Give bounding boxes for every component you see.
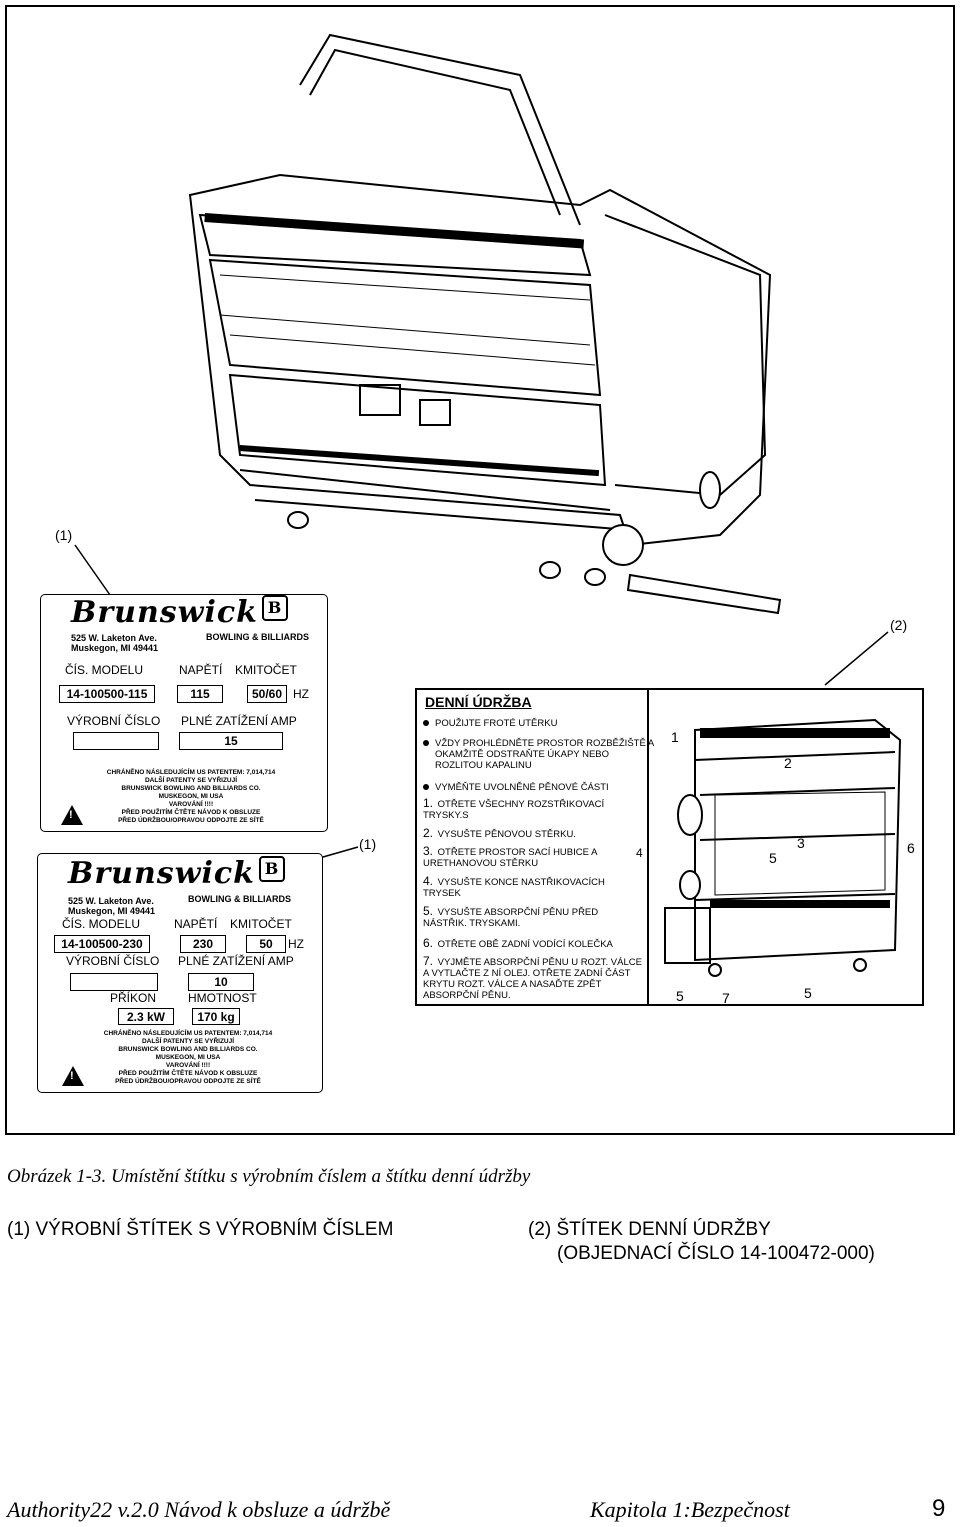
- maintenance-step: 7. VYJMĚTE ABSORPČNÍ PĚNU U ROZT. VÁLCE …: [423, 954, 642, 1001]
- plate-bowling-billiards: BOWLING & BILLIARDS: [188, 894, 291, 904]
- full-load-value: 10: [188, 973, 254, 991]
- serial-value-box: [73, 732, 159, 750]
- figure-frame: [5, 5, 955, 1135]
- diagram-number-1: 1: [671, 729, 679, 745]
- model-value: 14-100500-230: [54, 935, 150, 953]
- frequency-label: KMITOČET: [235, 663, 297, 677]
- diagram-number-4: 4: [636, 846, 643, 860]
- plate-fine-print: CHRÁNĚNO NÁSLEDUJÍCÍM US PATENTEM: 7,014…: [103, 1030, 273, 1085]
- machine-illustration: [188, 33, 782, 615]
- voltage-value: 115: [177, 685, 223, 703]
- maintenance-step: 3. OTŘETE PROSTOR SACÍ HUBICE A URETHANO…: [423, 844, 597, 869]
- legend-item-2: (2) ŠTÍTEK DENNÍ ÚDRŽBY: [528, 1219, 771, 1240]
- callout-1-top: (1): [55, 527, 73, 543]
- legend-item-2-order-number: (OBJEDNACÍ ČÍSLO 14-100472-000): [557, 1243, 875, 1264]
- power-label: PŘÍKON: [110, 991, 157, 1005]
- callout-2: (2): [890, 617, 908, 633]
- maintenance-diagram-frame: [649, 688, 924, 1006]
- maintenance-diagram: [664, 718, 902, 977]
- footer-title: Authority22 v.2.0 Návod k obsluze a údrž…: [7, 1497, 391, 1522]
- frequency-value: 50: [246, 935, 286, 953]
- model-label: ČÍS. MODELU: [62, 917, 141, 931]
- footer-chapter: Kapitola 1:Bezpečnost: [590, 1497, 790, 1522]
- callout-2-leader: [824, 631, 889, 686]
- plate-fine-print: CHRÁNĚNO NÁSLEDUJÍCÍM US PATENTEM: 7,014…: [106, 769, 276, 824]
- page-number: 9: [932, 1495, 946, 1522]
- maintenance-step: 4. VYSUŠTE KONCE NASTŘIKOVACÍCH TRYSEK: [423, 874, 605, 899]
- callout-1-leader: [74, 544, 111, 596]
- hz-unit: HZ: [288, 937, 304, 951]
- maintenance-bullet: POUŽIJTE FROTÉ UTĚRKU: [423, 718, 557, 729]
- serial-value-box: [70, 973, 158, 991]
- callout-1-mid: (1): [359, 836, 377, 852]
- weight-label: HMOTNOST: [188, 991, 257, 1005]
- voltage-label: NAPĚTÍ: [174, 917, 218, 931]
- voltage-value: 230: [180, 935, 226, 953]
- legend-item-1: (1) VÝROBNÍ ŠTÍTEK S VÝROBNÍM ČÍSLEM: [7, 1219, 394, 1240]
- frequency-label: KMITOČET: [230, 917, 292, 931]
- maintenance-bullet: VYMĚŇTE UVOLNĚNÉ PĚNOVÉ ČÁSTI: [423, 782, 609, 793]
- model-value: 14-100500-115: [59, 685, 155, 703]
- daily-maintenance-label: DENNÍ ÚDRŽBA POUŽIJTE FROTÉ UTĚRKU VŽDY …: [415, 688, 654, 1006]
- diagram-number-5: 5: [769, 850, 777, 866]
- full-load-label: PLNÉ ZATÍŽENÍ AMP: [181, 714, 297, 728]
- diagram-number-5c: 5: [804, 985, 812, 1001]
- hz-unit: HZ: [293, 687, 309, 701]
- figure-caption: Obrázek 1-3. Umístění štítku s výrobním …: [7, 1166, 531, 1187]
- diagram-number-2: 2: [784, 755, 792, 771]
- diagram-number-5b: 5: [676, 988, 684, 1004]
- serial-label: VÝROBNÍ ČÍSLO: [67, 714, 161, 728]
- full-load-value: 15: [179, 732, 283, 750]
- plate-bowling-billiards: BOWLING & BILLIARDS: [206, 632, 309, 642]
- model-label: ČÍS. MODELU: [65, 663, 144, 677]
- maintenance-step: 5. VYSUŠTE ABSORPČNÍ PĚNU PŘED NÁSTŘIK. …: [423, 904, 599, 929]
- frequency-value: 50/60: [247, 685, 287, 703]
- plate-address: 525 W. Laketon Ave. Muskegon, MI 49441: [71, 633, 159, 653]
- serial-label: VÝROBNÍ ČÍSLO: [66, 954, 160, 968]
- maintenance-bullet: VŽDY PROHLÉDNĚTE PROSTOR ROZBĚŽIŠTĚ A OK…: [423, 738, 655, 771]
- plate-address: 525 W. Laketon Ave. Muskegon, MI 49441: [68, 896, 156, 916]
- full-load-label: PLNÉ ZATÍŽENÍ AMP: [178, 954, 294, 968]
- warning-icon: !: [61, 805, 83, 825]
- diagram-number-3: 3: [797, 835, 805, 851]
- maintenance-step: 1. OTŘETE VŠECHNY ROZSTŘIKOVACÍ TRYSKY.S: [423, 796, 605, 821]
- power-value: 2.3 kW: [118, 1008, 174, 1025]
- maintenance-step: 6. OTŘETE OBĚ ZADNÍ VODÍCÍ KOLEČKA: [423, 936, 613, 950]
- maintenance-title: DENNÍ ÚDRŽBA: [425, 694, 532, 710]
- diagram-number-6: 6: [907, 840, 915, 856]
- weight-value: 170 kg: [192, 1008, 240, 1025]
- voltage-label: NAPĚTÍ: [179, 663, 223, 677]
- maintenance-step: 2. VYSUŠTE PĚNOVOU STĚRKU.: [423, 826, 576, 840]
- diagram-number-7: 7: [722, 990, 730, 1006]
- warning-icon: !: [62, 1066, 84, 1086]
